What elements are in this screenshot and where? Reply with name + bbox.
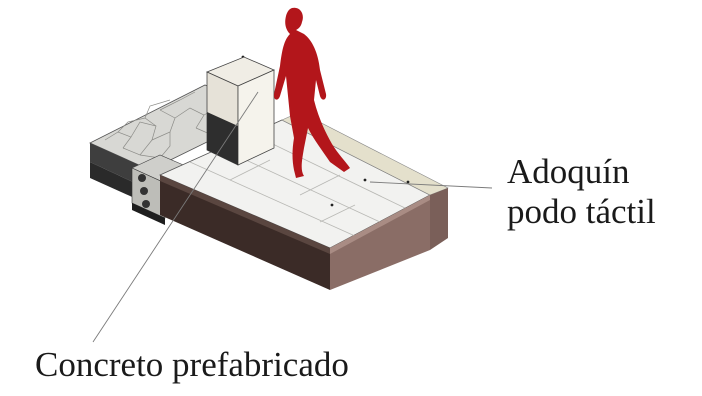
precast-concrete-label: Concreto prefabricado bbox=[35, 345, 349, 384]
leader-line-concrete bbox=[92, 91, 259, 343]
tactile-paver-label: Adoquín podo táctil bbox=[507, 152, 656, 232]
cabinet bbox=[205, 56, 275, 166]
person-silhouette bbox=[273, 7, 350, 179]
tactile-paver-label-line1: Adoquín bbox=[507, 152, 630, 191]
leader-line-tactile bbox=[369, 181, 493, 189]
tactile-paver-label-line2: podo táctil bbox=[507, 192, 656, 231]
